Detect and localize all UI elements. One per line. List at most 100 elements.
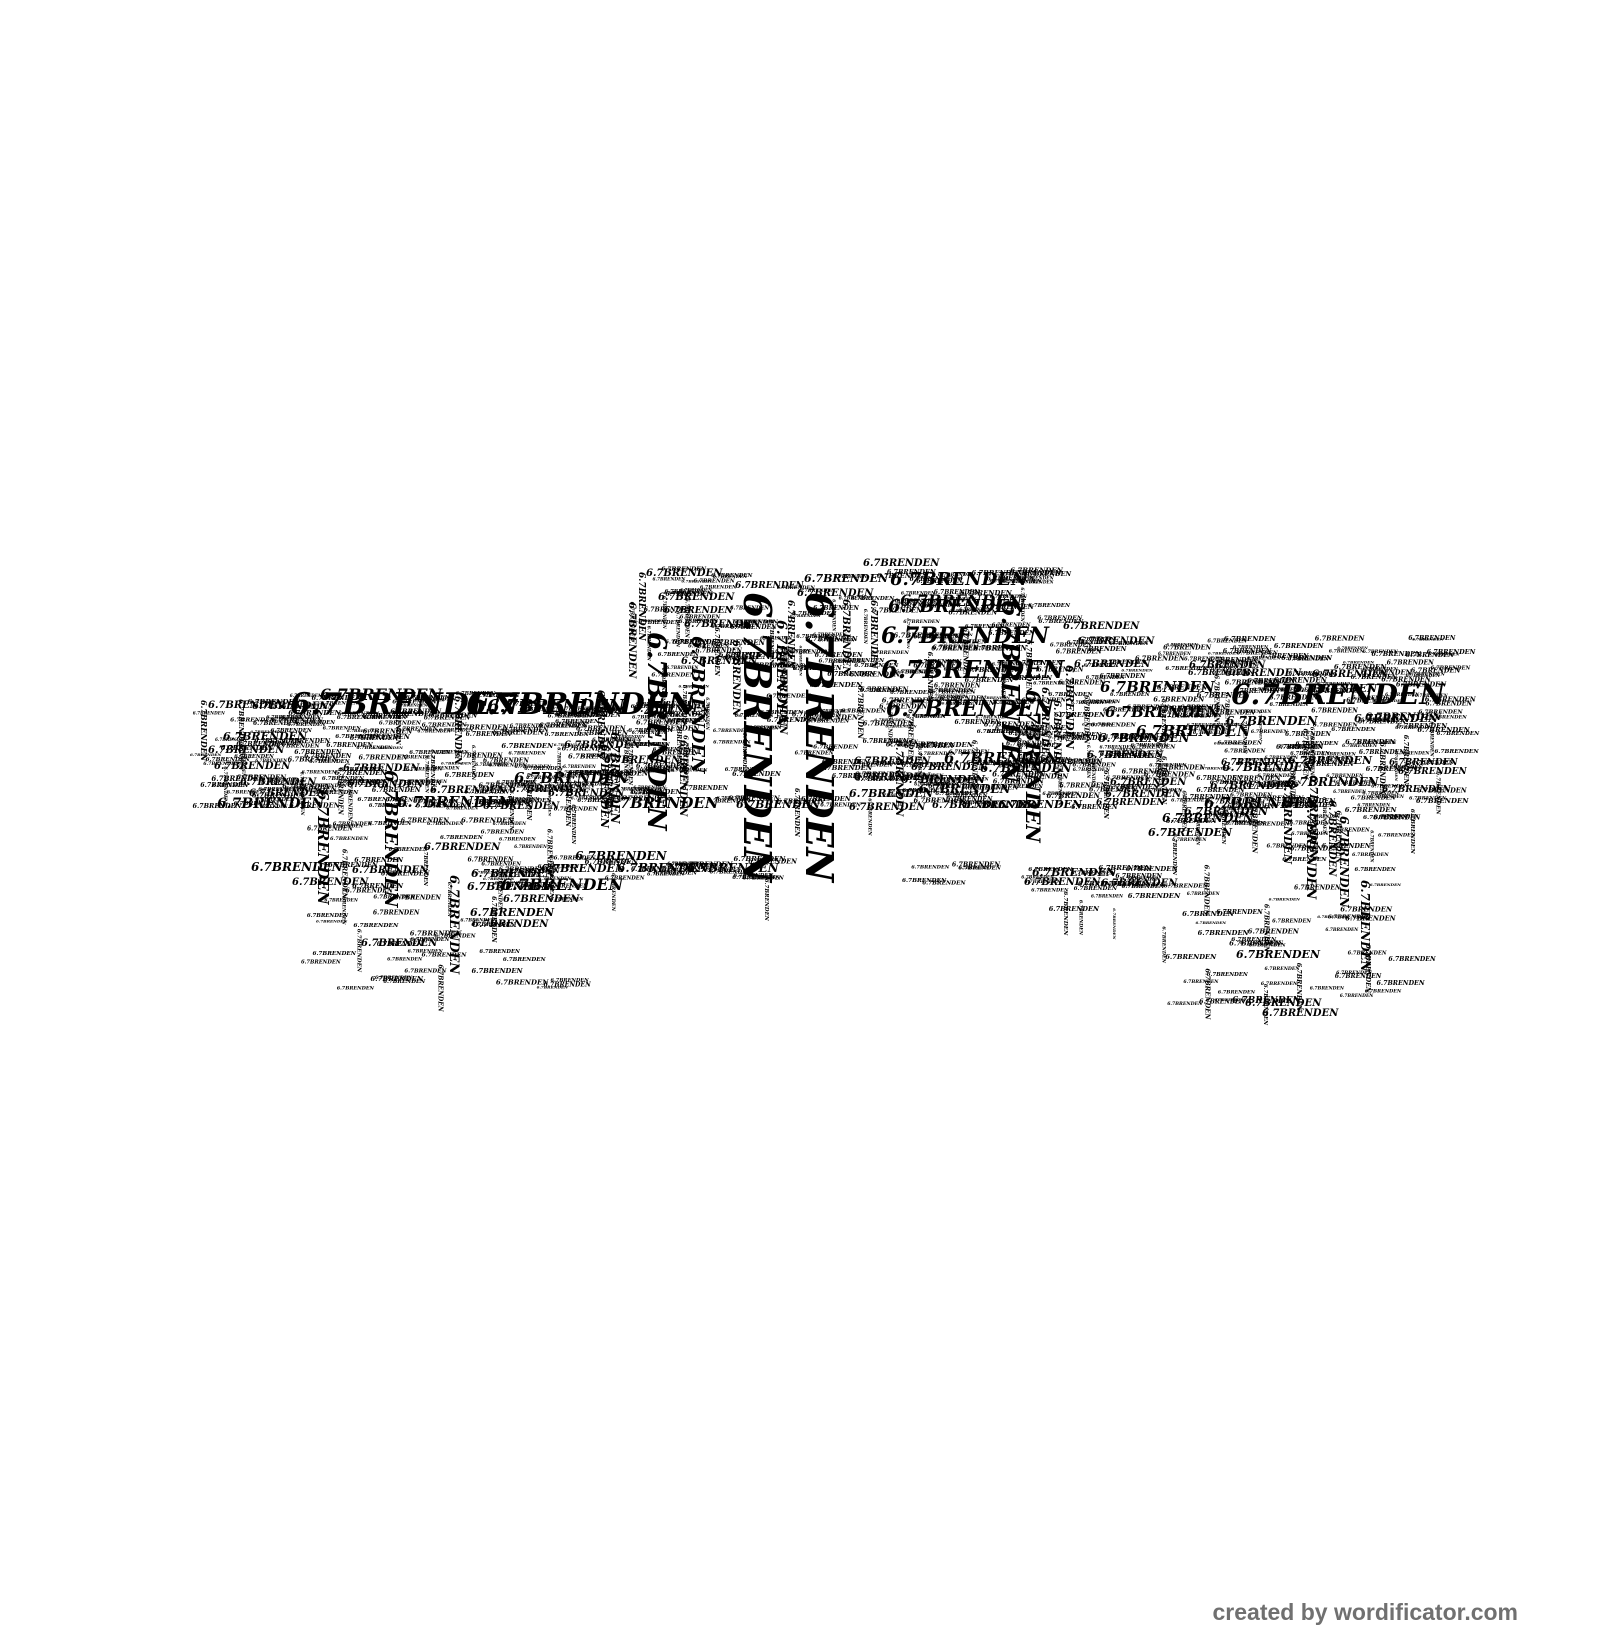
cloud-word-299: 6.7BRENDEN [489, 762, 528, 768]
cloud-word-318: 6.7BRENDEN [457, 724, 509, 732]
cloud-word-393: 6.7BRENDEN [230, 717, 276, 724]
cloud-word-444: 6.7BRENDEN [234, 801, 279, 807]
cloud-word-549: 6.7BRENDEN [1334, 663, 1387, 671]
cloud-word-43: 6.7BRENDEN [895, 599, 938, 605]
cloud-word-718: 6.7BRENDEN [313, 951, 357, 957]
cloud-word-45: 6.7BRENDEN [813, 605, 859, 612]
cloud-word-578: 6.7BRENDEN [1224, 748, 1266, 754]
cloud-word-536: 6.7BRENDEN [1049, 757, 1103, 766]
cloud-word-464: 6.7BRENDEN [1155, 742, 1162, 788]
cloud-word-167: 6.7BRENDEN [820, 802, 861, 808]
cloud-word-324: 6.7BRENDEN [326, 742, 373, 749]
cloud-word-980: 6.7BRENDEN [641, 632, 671, 832]
cloud-word-352: 6.7BRENDEN [502, 727, 549, 734]
cloud-word-848: 6.7BRENDEN [667, 861, 699, 866]
cloud-word-112: 6.7BRENDEN [818, 638, 855, 644]
cloud-word-612: 6.7BRENDEN [1112, 746, 1143, 751]
cloud-word-923: 6.7BRENDEN [849, 802, 926, 813]
cloud-word-33: 6.7BRENDEN [652, 750, 699, 757]
cloud-word-371: 6.7BRENDEN [323, 726, 362, 732]
cloud-word-665: 6.7BRENDEN [1357, 804, 1391, 809]
cloud-word-673: 6.7BRENDEN [1281, 654, 1333, 662]
cloud-word-362: 6.7BRENDEN [281, 715, 321, 721]
cloud-word-510: 6.7BRENDEN [1086, 675, 1125, 681]
cloud-word-480: 6.7BRENDEN [1335, 781, 1374, 787]
cloud-word-780: 6.7BRENDEN [1295, 963, 1302, 1011]
cloud-word-869: 6.7BRENDEN [600, 859, 631, 864]
cloud-word-741: 6.7BRENDEN [481, 829, 525, 835]
cloud-word-659: 6.7BRENDEN [1301, 729, 1309, 781]
cloud-word-926: 6.7BRENDEN [736, 798, 821, 811]
cloud-word-502: 6.7BRENDEN [1180, 790, 1186, 831]
cloud-word-19: 6.7BRENDEN [871, 650, 910, 656]
cloud-word-213: 6.7BRENDEN [636, 700, 667, 705]
cloud-word-483: 6.7BRENDEN [1233, 645, 1269, 651]
cloud-word-925: 6.7BRENDEN [854, 772, 931, 783]
cloud-word-58: 6.7BRENDEN [961, 800, 996, 806]
cloud-word-601: 6.7BRENDEN [1385, 692, 1420, 698]
cloud-word-892: 6.7BRENDEN [1226, 714, 1319, 728]
cloud-word-41: 6.7BRENDEN [711, 638, 765, 647]
cloud-word-135: 6.7BRENDEN [886, 741, 938, 749]
cloud-word-913: 6.7BRENDEN [1101, 878, 1178, 889]
cloud-word-434: 6.7BRENDEN [616, 786, 648, 791]
cloud-word-325: 6.7BRENDEN [193, 802, 243, 810]
cloud-word-147: 6.7BRENDEN [711, 624, 752, 630]
cloud-word-559: 6.7BRENDEN [1132, 744, 1176, 750]
cloud-word-526: 6.7BRENDEN [1081, 699, 1117, 705]
cloud-word-490: 6.7BRENDEN [1223, 647, 1273, 655]
cloud-word-474: 6.7BRENDEN [1102, 770, 1110, 820]
cloud-word-525: 6.7BRENDEN [1100, 745, 1135, 751]
cloud-word-689: 6.7BRENDEN [471, 922, 516, 928]
cloud-word-649: 6.7BRENDEN [1363, 666, 1399, 672]
cloud-word-611: 6.7BRENDEN [1160, 699, 1166, 744]
cloud-word-961: 6.7BRENDEN [681, 656, 758, 667]
cloud-word-280: 6.7BRENDEN [359, 753, 409, 761]
cloud-word-151: 6.7BRENDEN [807, 718, 850, 724]
cloud-word-475: 6.7BRENDEN [1411, 667, 1462, 675]
cloud-word-721: 6.7BRENDEN [493, 822, 528, 827]
cloud-word-50: 6.7BRENDEN [967, 784, 1019, 792]
cloud-word-435: 6.7BRENDEN [571, 797, 605, 802]
cloud-word-977: 6.7BRENDEN [1232, 996, 1301, 1006]
cloud-word-645: 6.7BRENDEN [1289, 760, 1296, 807]
cloud-word-595: 6.7BRENDEN [1378, 742, 1387, 796]
cloud-word-610: 6.7BRENDEN [1180, 704, 1226, 711]
cloud-word-282: 6.7BRENDEN [347, 728, 379, 733]
cloud-word-193: 6.7BRENDEN [793, 664, 843, 672]
cloud-word-930: 6.7BRENDEN [541, 862, 626, 875]
cloud-word-181: 6.7BRENDEN [856, 775, 907, 783]
cloud-word-518: 6.7BRENDEN [1246, 781, 1298, 789]
cloud-word-560: 6.7BRENDEN [1285, 731, 1331, 738]
cloud-word-749: 6.7BRENDEN [368, 821, 412, 827]
cloud-word-300: 6.7BRENDEN [554, 807, 599, 813]
cloud-word-640: 6.7BRENDEN [1072, 763, 1116, 769]
cloud-word-341: 6.7BRENDEN [539, 721, 589, 729]
cloud-word-124: 6.7BRENDEN [882, 696, 935, 704]
cloud-word-449: 6.7BRENDEN [288, 755, 339, 763]
cloud-word-360: 6.7BRENDEN [261, 780, 305, 786]
cloud-word-552: 6.7BRENDEN [1114, 735, 1158, 741]
cloud-word-463: 6.7BRENDEN [1276, 744, 1324, 751]
cloud-word-587: 6.7BRENDEN [1425, 700, 1472, 707]
cloud-word-24: 6.7BRENDEN [993, 778, 1045, 786]
cloud-word-86: 6.7BRENDEN [649, 713, 686, 719]
cloud-word-902: 6.7BRENDEN [1225, 668, 1302, 679]
cloud-word-966: 6.7BRENDEN [863, 558, 940, 569]
cloud-word-28: 6.7BRENDEN [992, 622, 1031, 628]
cloud-word-655: 6.7BRENDEN [1408, 635, 1456, 642]
cloud-word-239: 6.7BRENDEN [675, 611, 681, 648]
cloud-word-937: 6.7BRENDEN [483, 801, 560, 812]
cloud-word-933: 6.7BRENDEN [470, 906, 555, 919]
cloud-word-203: 6.7BRENDEN [730, 606, 769, 612]
cloud-word-672: 6.7BRENDEN [1313, 687, 1363, 695]
cloud-word-51: 6.7BRENDEN [1023, 571, 1071, 578]
cloud-word-12: 6.7BRENDEN [1003, 579, 1042, 585]
cloud-word-936: 6.7BRENDEN [509, 784, 586, 795]
cloud-word-824: 6.7BRENDEN [922, 881, 966, 887]
cloud-word-804: 6.7BRENDEN [1194, 812, 1199, 847]
cloud-word-370: 6.7BRENDEN [562, 745, 613, 753]
cloud-word-538: 6.7BRENDEN [1288, 745, 1323, 751]
cloud-word-743: 6.7BRENDEN [548, 884, 589, 890]
cloud-word-744: 6.7BRENDEN [472, 967, 524, 975]
